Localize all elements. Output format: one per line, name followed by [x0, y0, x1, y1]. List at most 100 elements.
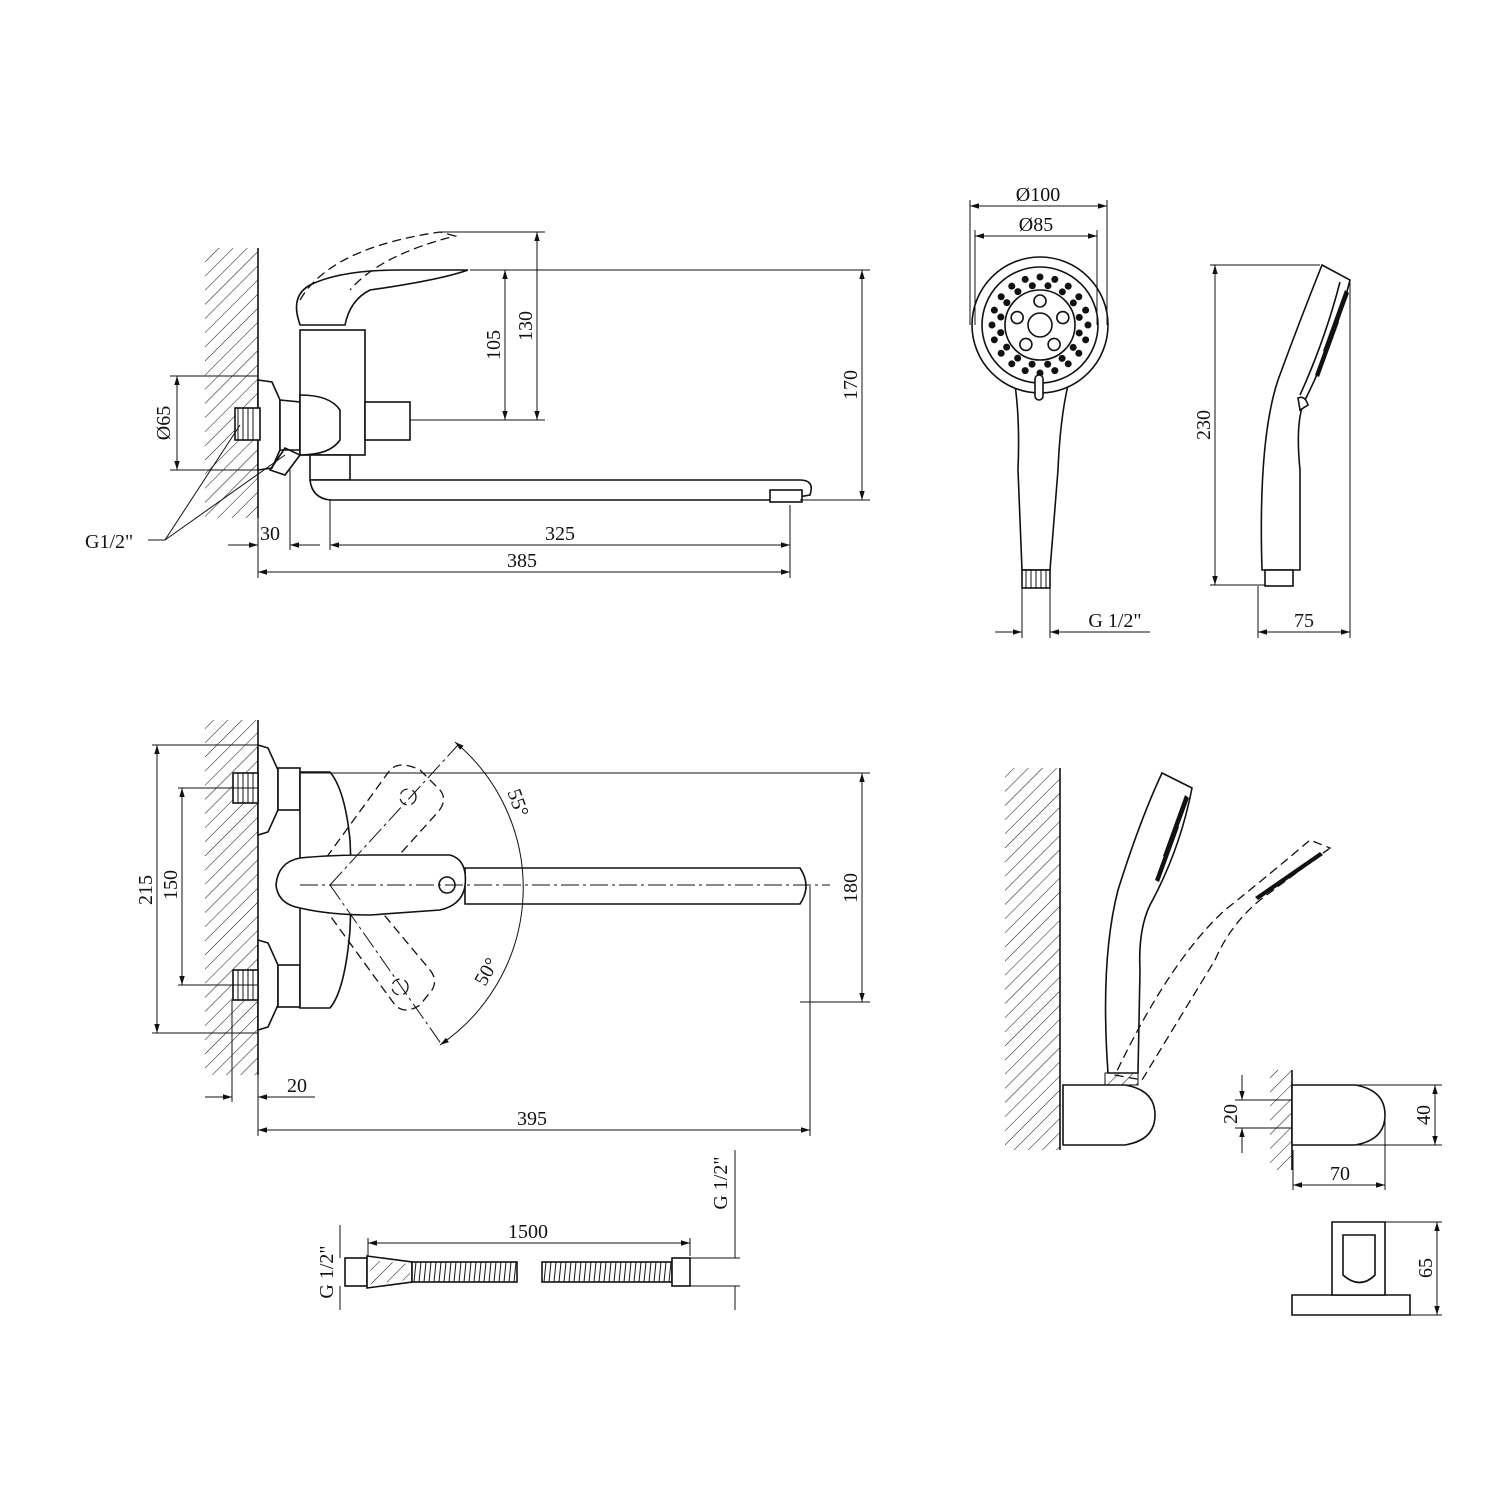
nozzle — [1075, 329, 1083, 337]
hose-rib — [553, 1261, 557, 1283]
dim-105: 105 — [483, 330, 505, 360]
nozzle — [1036, 273, 1044, 281]
center-ring — [1004, 289, 1076, 361]
holder-front — [1331, 1221, 1386, 1296]
nozzle-cluster — [1056, 310, 1070, 325]
angle-lower: 50° — [470, 954, 503, 989]
hose-segment-right — [541, 1261, 673, 1283]
dim-outer-diameter: Ø100 — [1016, 184, 1060, 206]
hose-rib — [573, 1261, 577, 1283]
spout-top — [464, 867, 807, 905]
nozzle — [1044, 282, 1052, 290]
holder-side — [1291, 1084, 1386, 1146]
nozzle — [1021, 367, 1029, 375]
hose-ribs — [413, 1261, 672, 1283]
nozzle — [997, 349, 1005, 357]
spray-selector — [1034, 374, 1044, 401]
hose-rib — [448, 1261, 452, 1283]
hose-rib — [473, 1261, 477, 1283]
dim-30: 30 — [260, 523, 280, 545]
hose-rib — [583, 1261, 587, 1283]
dim-180: 180 — [840, 873, 862, 903]
nozzle — [1082, 336, 1090, 344]
hose-rib — [668, 1261, 672, 1283]
nozzle — [1028, 360, 1036, 368]
nozzle-cluster — [1047, 337, 1061, 352]
hose-rib — [513, 1261, 517, 1283]
hose-rib — [453, 1261, 457, 1283]
hose-rib — [628, 1261, 632, 1283]
hose-rib — [568, 1261, 572, 1283]
nut-right — [671, 1257, 691, 1287]
spout-collar — [309, 454, 351, 481]
dim-65: 65 — [1415, 1258, 1437, 1278]
nut — [279, 399, 301, 451]
nozzle — [1084, 321, 1092, 329]
hose-rib — [613, 1261, 617, 1283]
diverter-housing — [299, 394, 341, 456]
hose-rib — [618, 1261, 622, 1283]
hose-rib — [608, 1261, 612, 1283]
extension-lines — [1021, 588, 1051, 638]
center-line-lower — [329, 884, 443, 1046]
nozzle — [1058, 288, 1066, 296]
thread-label: G 1/2" — [1088, 610, 1141, 632]
nozzle — [997, 313, 1005, 321]
wall-hatch — [1270, 1070, 1292, 1170]
hose-rib — [593, 1261, 597, 1283]
dim-395: 395 — [517, 1108, 547, 1130]
hose-rib — [428, 1261, 432, 1283]
hose-rib — [588, 1261, 592, 1283]
nozzles — [988, 273, 1092, 377]
dim-length: 230 — [1193, 410, 1215, 440]
nozzle-cluster — [1033, 294, 1047, 308]
nozzle — [1014, 288, 1022, 296]
thread-label: G1/2" — [85, 531, 133, 553]
thread-right: G 1/2" — [710, 1156, 732, 1209]
hose-rib — [418, 1261, 422, 1283]
hose-rib — [558, 1261, 562, 1283]
nozzle — [1051, 275, 1059, 283]
thread-left: G 1/2" — [316, 1245, 338, 1298]
nozzle — [1075, 313, 1083, 321]
hose-rib — [463, 1261, 467, 1283]
flange — [257, 379, 281, 471]
nozzle — [1051, 367, 1059, 375]
hose-rib — [623, 1261, 627, 1283]
nozzle — [1003, 299, 1011, 307]
hose-rib — [663, 1261, 667, 1283]
hose-rib — [633, 1261, 637, 1283]
nozzle — [990, 306, 998, 314]
screw-lines — [1235, 1099, 1292, 1129]
handle-side — [1260, 263, 1351, 571]
dim-385: 385 — [507, 550, 537, 572]
lever-hole-upper — [399, 788, 417, 806]
wall-hatch — [205, 248, 258, 518]
nozzle — [1069, 343, 1077, 351]
hose-rib — [443, 1261, 447, 1283]
nut-left — [344, 1257, 368, 1287]
hose-rib — [598, 1261, 602, 1283]
dim-depth: 75 — [1294, 610, 1314, 632]
holder-slot — [1342, 1234, 1376, 1284]
extension-lines — [339, 1150, 740, 1310]
dim-70: 70 — [1330, 1163, 1350, 1185]
extension-lines — [1292, 1084, 1442, 1190]
hose-rib — [653, 1261, 657, 1283]
hose-rib — [508, 1261, 512, 1283]
center-cap — [1027, 312, 1053, 338]
center-line-upper — [329, 744, 459, 886]
flange-lower — [257, 938, 279, 1032]
hose-rib — [578, 1261, 582, 1283]
hose-rib — [643, 1261, 647, 1283]
nozzle — [1003, 343, 1011, 351]
aerator — [769, 489, 803, 503]
hose-rib — [493, 1261, 497, 1283]
nut-upper — [277, 767, 301, 811]
thread-leader-lines — [148, 424, 286, 541]
diverter-knob — [364, 401, 411, 441]
top-view-faucet: 55° 50° 215 150 180 20 395 — [135, 720, 870, 1136]
hose-rib — [548, 1261, 552, 1283]
rotation-arc — [439, 741, 524, 1046]
